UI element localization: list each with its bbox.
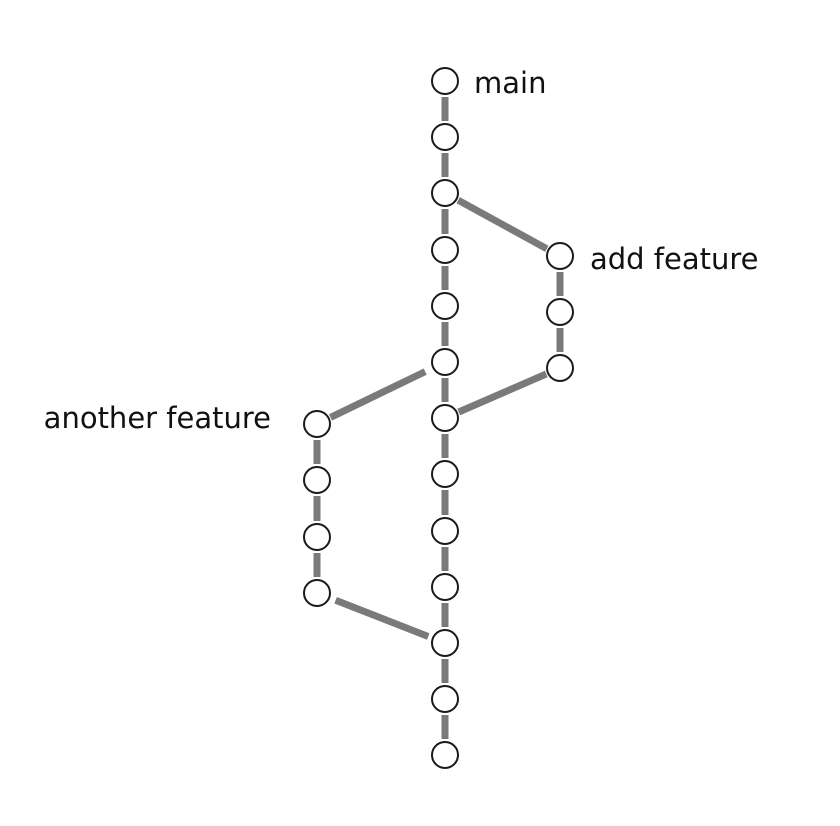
branch-label-add-feature: add feature [590,242,759,276]
main-commit-5 [431,292,459,320]
main-commit-3 [431,179,459,207]
main-commit-8 [431,460,459,488]
another-feature-commit-4 [303,579,331,607]
main-commit-6 [431,348,459,376]
main-commit-11 [431,629,459,657]
add-feature-commit-3 [546,354,574,382]
main-commit-10 [431,573,459,601]
another-feature-commit-1 [303,410,331,438]
main-commit-7 [431,404,459,432]
add-feature-commit-1 [546,242,574,270]
branch-edges [313,97,564,739]
another-feature-commit-3 [303,523,331,551]
main-commit-1 [431,67,459,95]
another-feature-fork-edge [328,368,427,421]
main-commit-2 [431,123,459,151]
main-commit-12 [431,685,459,713]
branch-label-main: main [474,66,546,100]
another-feature-commit-2 [303,466,331,494]
add-feature-commit-2 [546,298,574,326]
main-commit-9 [431,517,459,545]
main-commit-13 [431,741,459,769]
commit-nodes [303,67,574,769]
branch-label-another-feature: another feature [44,401,271,435]
add-feature-merge-edge [457,370,548,416]
another-feature-merge-edge [334,597,430,640]
add-feature-fork-edge [456,197,549,252]
branch-labels: main add feature another feature [44,66,759,435]
main-commit-4 [431,236,459,264]
